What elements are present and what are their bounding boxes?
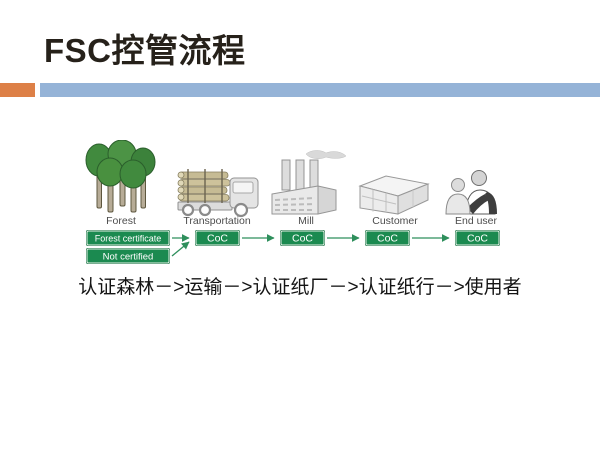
divider-bar-blue	[40, 83, 600, 97]
not-certified-label: Not certified	[103, 252, 154, 263]
stage-label-customer: Customer	[372, 215, 418, 227]
divider-accent-orange	[0, 83, 35, 97]
coc-box-customer: CoC	[365, 230, 410, 246]
coc-label: CoC	[377, 233, 398, 245]
forest-certificate-box: Forest certificate	[86, 230, 170, 246]
stage-label-transportation: Transportation	[183, 215, 250, 227]
coc-label: CoC	[292, 233, 313, 245]
coc-box-mill: CoC	[280, 230, 325, 246]
page-title: FSC控管流程	[44, 32, 246, 69]
flow-arrow	[171, 241, 190, 257]
forest-certificate-label: Forest certificate	[95, 234, 162, 244]
coc-box-transportation: CoC	[195, 230, 240, 246]
flow-arrows	[171, 234, 450, 257]
coc-label: CoC	[467, 233, 488, 245]
warehouse-icon	[358, 175, 430, 215]
factory-icon	[271, 150, 347, 215]
coc-label: CoC	[207, 233, 228, 245]
coc-box-end-user: CoC	[455, 230, 500, 246]
stage-label-forest: Forest	[106, 215, 136, 227]
stage-label-mill: Mill	[298, 215, 314, 227]
not-certified-box: Not certified	[86, 248, 170, 264]
flow-summary-text: 认证森林－>运输－>认证纸厂－>认证纸行－>使用者	[78, 277, 522, 298]
people-icon	[445, 170, 497, 215]
forest-icon	[85, 140, 156, 213]
stage-label-end-user: End user	[455, 215, 498, 227]
truck-icon	[177, 169, 259, 218]
fsc-flow-diagram: Forest Transportation Mill Customer End …	[85, 140, 500, 264]
